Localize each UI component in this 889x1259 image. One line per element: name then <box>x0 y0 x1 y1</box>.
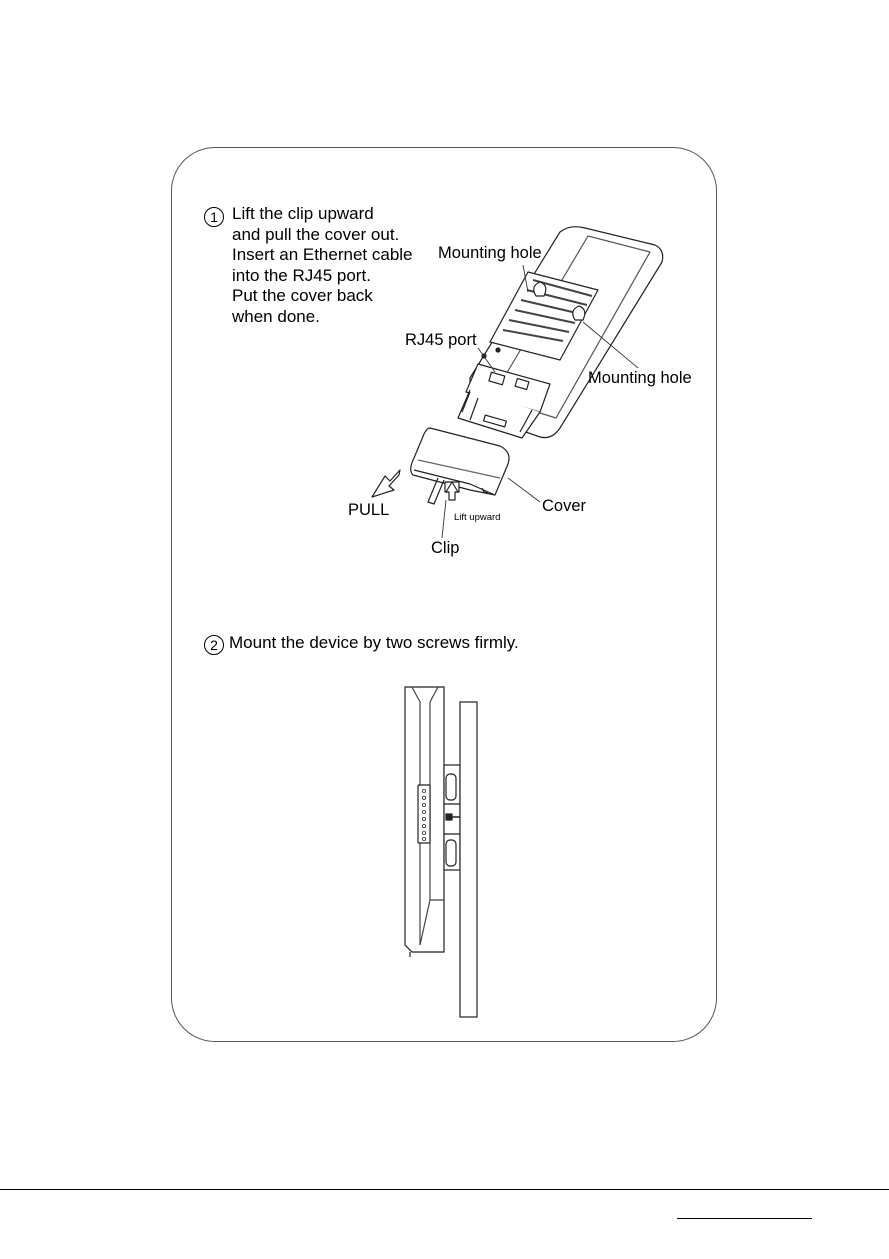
step-2-number: 2 <box>204 635 224 655</box>
rj45-port-label: RJ45 port <box>405 331 477 349</box>
clip-label: Clip <box>431 539 460 557</box>
step-2-instructions: Mount the device by two screws firmly. <box>229 633 519 652</box>
cover-label: Cover <box>542 497 587 515</box>
step-1-line: Lift the clip upward <box>232 204 374 223</box>
step-1-line: into the RJ45 port. <box>232 265 371 285</box>
footer-underline <box>677 1218 812 1219</box>
pull-label: PULL <box>348 501 390 519</box>
device-body <box>457 226 664 439</box>
instruction-panel <box>171 147 717 1042</box>
step-1-line: and pull the cover out. <box>232 224 400 244</box>
step-1-line: when done. <box>232 306 320 326</box>
step-1-line: Insert an Ethernet cable <box>232 245 413 264</box>
step-1-number: 1 <box>204 207 224 227</box>
pull-arrow <box>371 469 401 498</box>
mounting-hole-label-top: Mounting hole <box>438 244 542 262</box>
lift-upward-arrow <box>445 481 459 501</box>
step-1-line: Put the cover back <box>232 286 373 305</box>
step-1-instructions: Lift the clip upward and pull the cover … <box>232 204 413 327</box>
lift-upward-label: Lift upward <box>454 512 501 523</box>
footer-rule <box>0 1189 889 1190</box>
mounting-hole-label-right: Mounting hole <box>588 369 692 387</box>
